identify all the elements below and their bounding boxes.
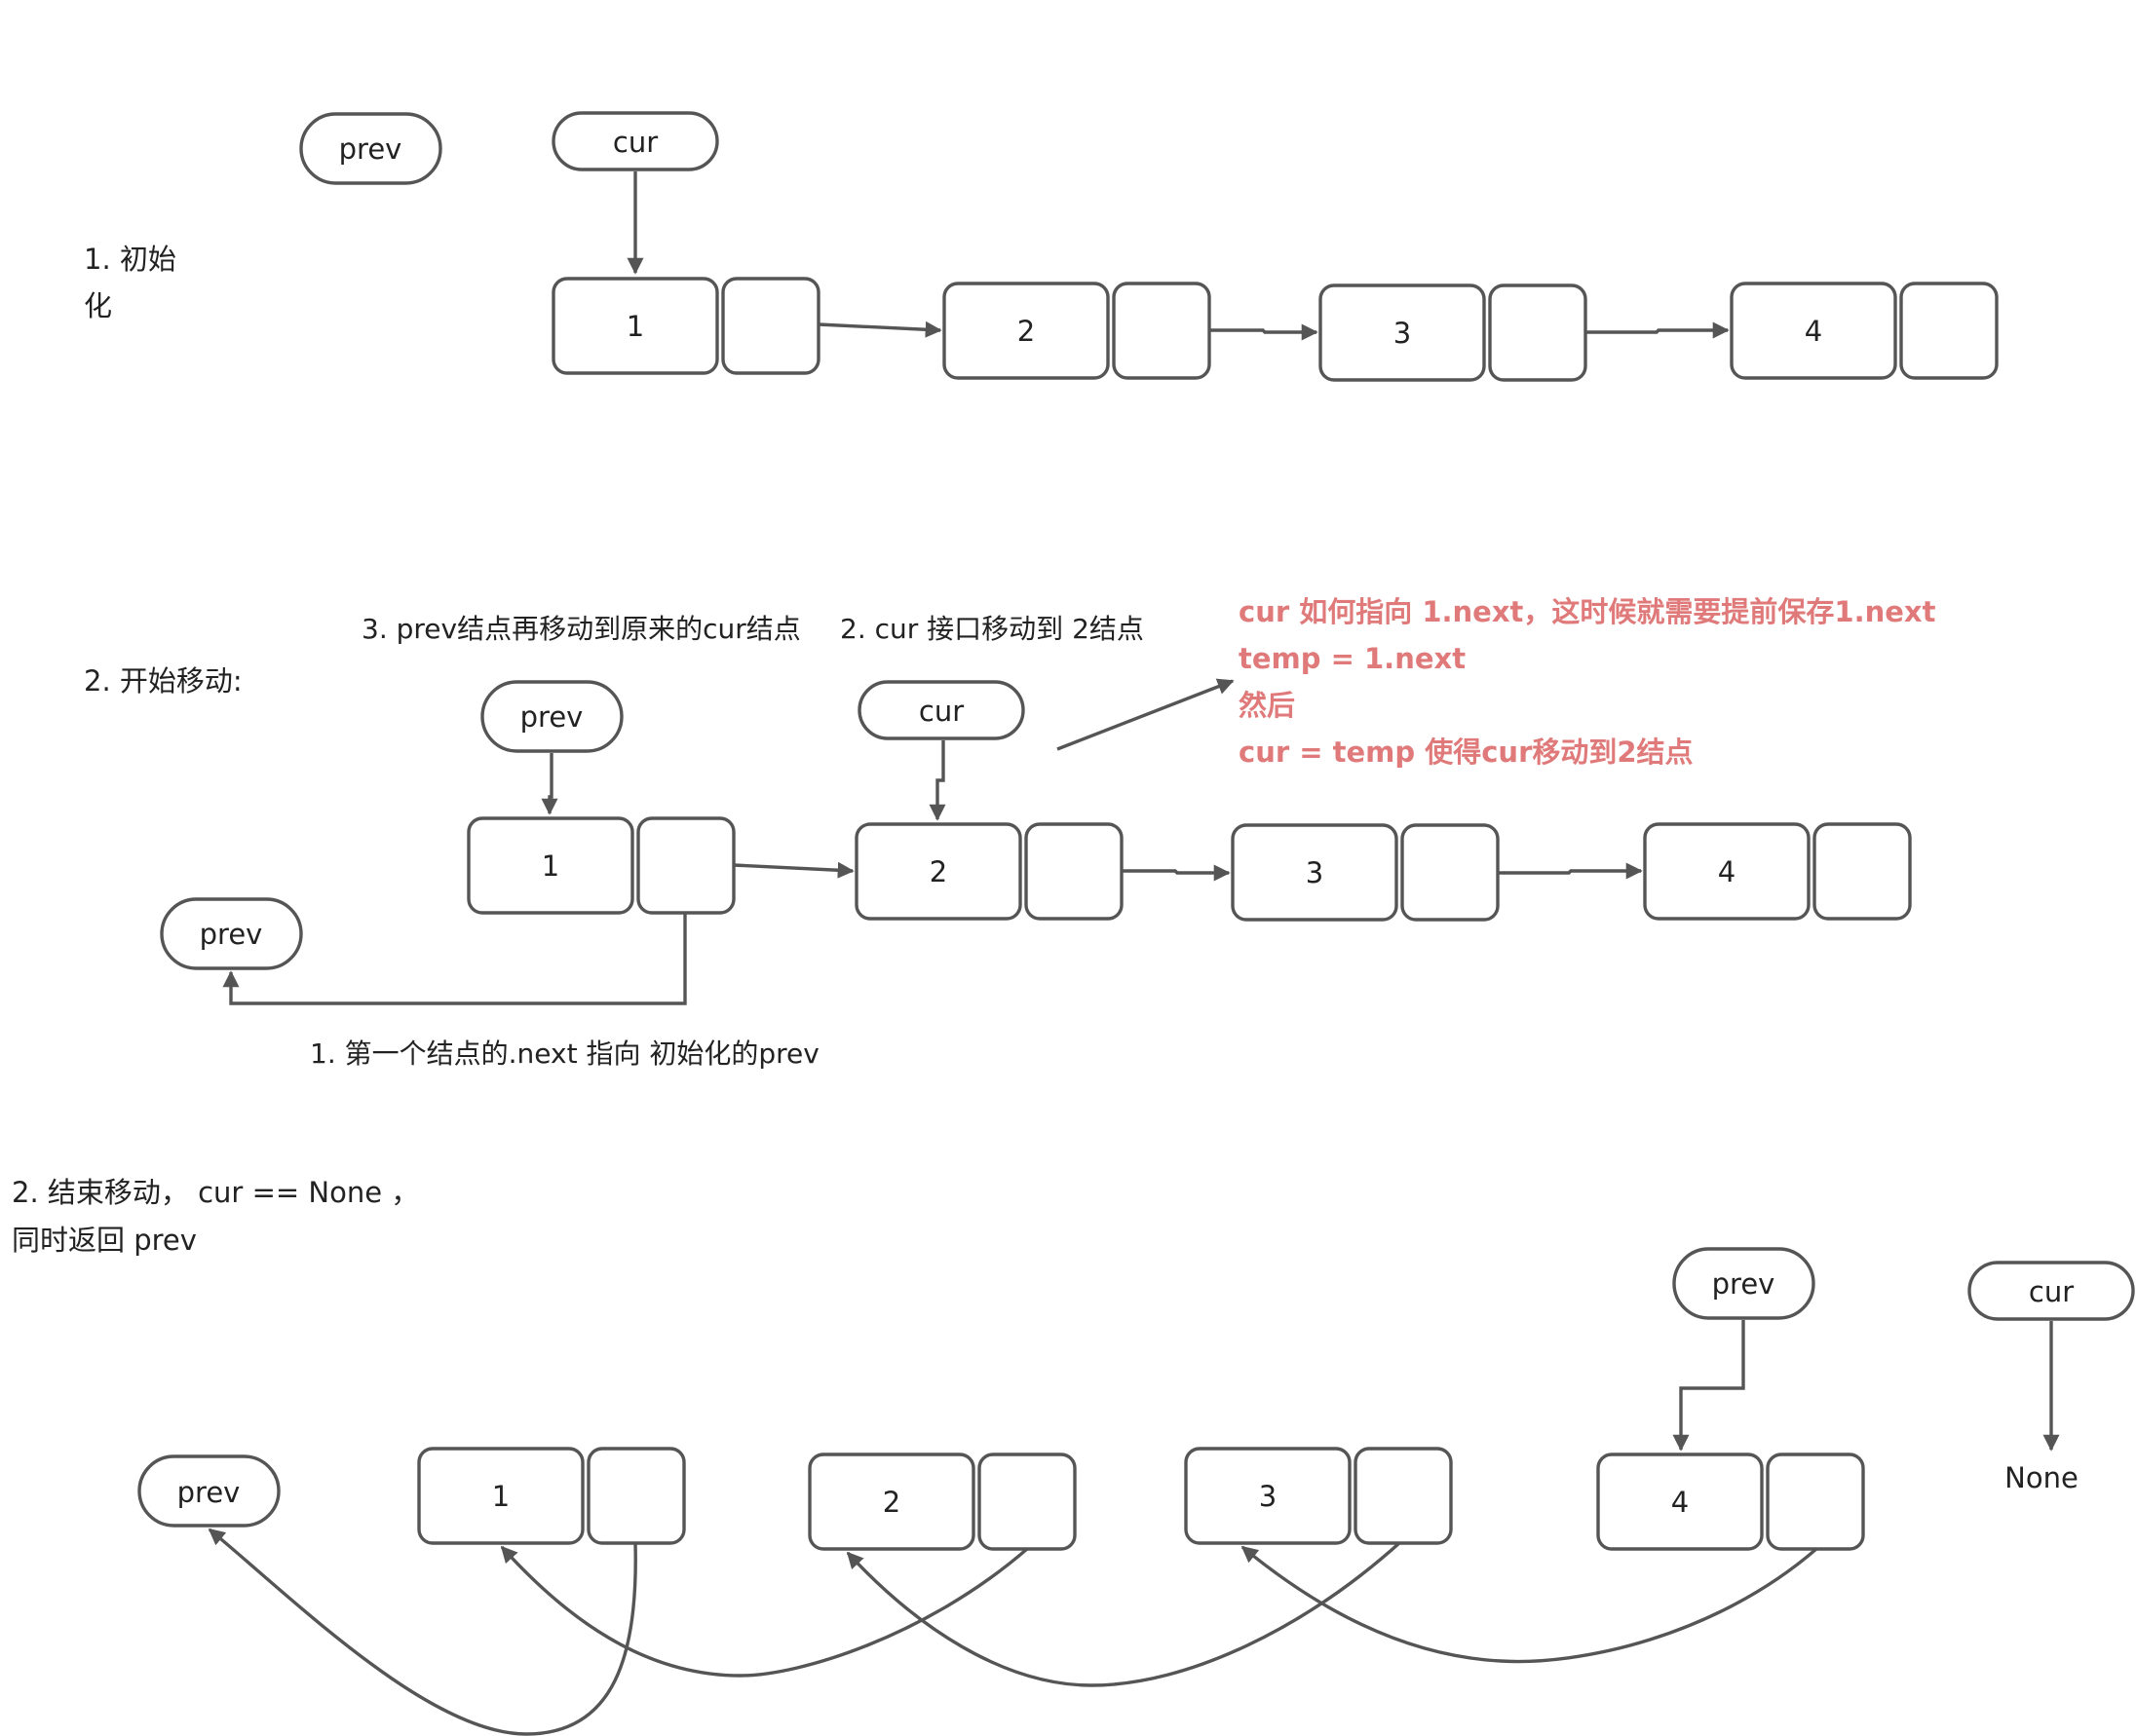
node-3: 3 — [1231, 823, 1500, 922]
node-1: 1 — [417, 1447, 686, 1545]
step3-label-line2: 同时返回 prev — [12, 1224, 197, 1257]
cur-to-node2-arrow — [929, 740, 946, 821]
step2-section: 2. 开始移动: 3. prev结点再移动到原来的cur结点 2. cur 接口… — [84, 595, 1936, 1070]
note-pointer-arrow — [1056, 678, 1235, 751]
red-note-line-3: 然后 — [1239, 689, 1295, 722]
next-arrow-3-4 — [1585, 321, 1730, 339]
next-arrow-1-2 — [818, 321, 942, 338]
node-4: 4 — [1596, 1453, 1865, 1551]
node-2: 2 — [942, 282, 1211, 380]
prev-left-pointer: prev — [137, 1454, 281, 1528]
cur-label: cur — [2029, 1275, 2074, 1308]
node3-next-to-node2-arrow — [846, 1541, 1401, 1687]
prev-to-node4-arrow — [1672, 1320, 1745, 1452]
step1-label-line1: 1. 初始 — [84, 243, 176, 276]
step3-label-line1: 2. 结束移动， cur == None ， — [12, 1176, 419, 1209]
node-1: 1 — [552, 277, 820, 375]
node-value: 2 — [930, 855, 947, 888]
node-value: 3 — [1259, 1480, 1277, 1513]
node-value: 4 — [1671, 1486, 1689, 1519]
prev-pointer-final: prev — [1672, 1247, 1815, 1320]
node-value: 3 — [1306, 856, 1323, 889]
node-value: 2 — [1017, 315, 1035, 348]
cur-pointer-final: cur — [1967, 1261, 2135, 1321]
prev-pointer: prev — [299, 112, 442, 185]
step1-label-line2: 化 — [84, 289, 112, 322]
red-note-line-4: cur = temp 使得cur移动到2结点 — [1239, 736, 1694, 769]
cur-label: cur — [919, 695, 964, 728]
next-arrow-1-2 — [733, 861, 855, 879]
prev-label: prev — [1712, 1267, 1775, 1301]
note-prev-move: 3. prev结点再移动到原来的cur结点 — [362, 613, 801, 645]
cur-label: cur — [613, 126, 658, 159]
next-arrow-2-3 — [1122, 864, 1231, 882]
red-note-line-1: cur 如何指向 1.next，这时候就需要提前保存1.next — [1239, 595, 1936, 628]
prev-old-label: prev — [200, 918, 263, 951]
node-value: 4 — [1805, 315, 1822, 348]
node-value: 1 — [492, 1480, 510, 1513]
step2-label: 2. 开始移动: — [84, 664, 243, 698]
node-2: 2 — [855, 822, 1124, 921]
node-value: 3 — [1393, 317, 1411, 350]
prev-old-pointer: prev — [160, 897, 303, 970]
prev-label: prev — [520, 700, 584, 734]
prev-left-label: prev — [177, 1476, 241, 1509]
node-value: 1 — [542, 849, 559, 883]
red-note: cur 如何指向 1.next，这时候就需要提前保存1.next temp = … — [1239, 595, 1936, 769]
note-cur-move: 2. cur 接口移动到 2结点 — [840, 613, 1144, 645]
node-3: 3 — [1318, 283, 1587, 382]
node1-next-to-prev-arrow — [208, 1528, 637, 1736]
node-4: 4 — [1730, 282, 1999, 380]
node-3: 3 — [1184, 1447, 1453, 1545]
note-first-node: 1. 第一个结点的.next 指向 初始化的prev — [310, 1038, 820, 1070]
node1-next-to-prev-arrow — [222, 913, 687, 1005]
node-2: 2 — [808, 1453, 1077, 1551]
prev-pointer: prev — [480, 680, 624, 753]
node4-next-to-node3-arrow — [1240, 1545, 1818, 1664]
node-1: 1 — [467, 816, 736, 915]
prev-label: prev — [339, 132, 402, 166]
node-value: 4 — [1718, 855, 1736, 888]
red-note-line-2: temp = 1.next — [1239, 642, 1466, 675]
node2-next-to-node1-arrow — [500, 1545, 1029, 1678]
node-value: 2 — [883, 1486, 900, 1519]
next-arrow-2-3 — [1209, 323, 1318, 341]
cur-pointer: cur — [552, 111, 719, 171]
prev-to-node1-arrow — [541, 753, 558, 815]
step3-section: 2. 结束移动， cur == None ， 同时返回 prev prev cu… — [12, 1176, 2135, 1736]
step1-section: 1. 初始 化 prev cur 1 2 3 4 — [84, 111, 1999, 382]
node-value: 1 — [627, 310, 644, 343]
cur-pointer: cur — [858, 680, 1025, 740]
node-4: 4 — [1643, 822, 1912, 921]
next-arrow-3-4 — [1498, 862, 1643, 880]
none-label: None — [2004, 1461, 2079, 1494]
